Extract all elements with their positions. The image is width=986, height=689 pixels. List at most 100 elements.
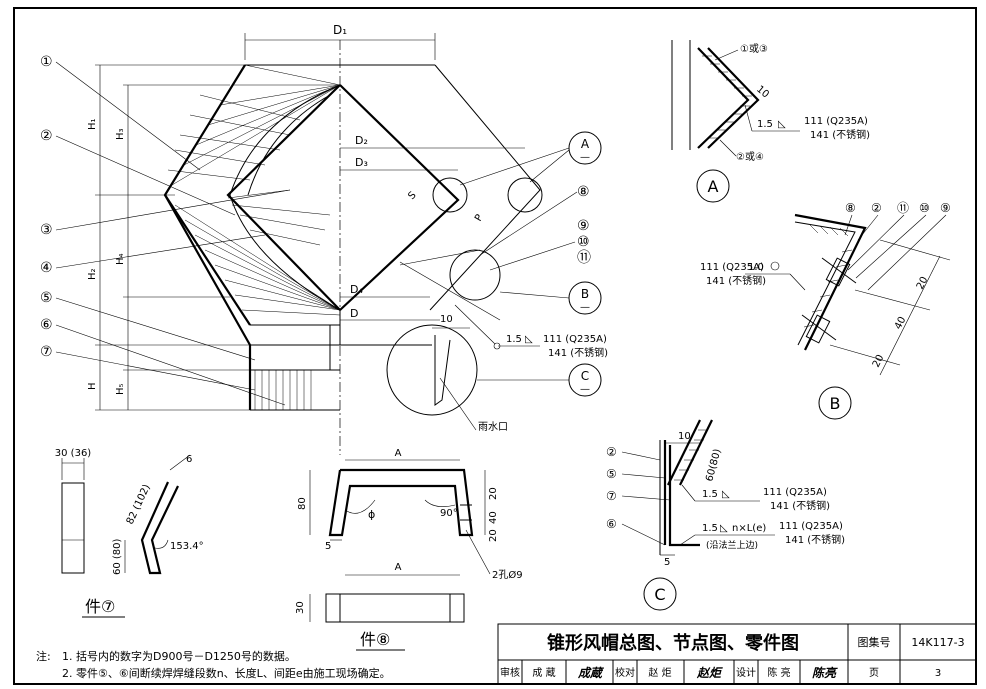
dim-d: D <box>350 307 358 320</box>
dim-10-main: 10 <box>440 314 453 325</box>
detail-c-weld2-code1: 111 (Q235A) <box>779 521 843 532</box>
part8-title: 件⑧ <box>360 630 390 649</box>
detail-c-weld1-size: 1.5 <box>702 489 718 500</box>
detail-c-part-7: ⑦ <box>606 489 617 503</box>
sheet-border <box>13 7 977 685</box>
check-label: 校对 <box>615 666 635 679</box>
dim-d4: D₄ <box>350 283 363 296</box>
dim-s: S <box>406 190 418 202</box>
detail-a: ①或③ 10 1.5 ◺ 111 (Q235A) 141 (不锈钢) ②或④ A <box>671 40 870 203</box>
detail-b-weld-size: 1.0 <box>748 262 764 273</box>
review-label: 审核 <box>500 666 520 679</box>
detail-a-label: A <box>708 177 719 196</box>
detail-a-weld-size: 1.5 <box>757 119 773 130</box>
dim-d2: D₂ <box>355 134 368 147</box>
detail-c-dim-top: 10 <box>678 431 691 442</box>
detail-c-weld1-code1: 111 (Q235A) <box>763 487 827 498</box>
part7-dim-width: 30 (36) <box>55 448 92 459</box>
svg-text:—: — <box>580 152 590 163</box>
detail-c-weld2-size: 1.5 <box>702 523 718 534</box>
callout-c: C <box>581 369 589 383</box>
part7-title: 件⑦ <box>85 597 115 616</box>
part8-dim-80: 80 <box>297 497 308 510</box>
svg-text:◺: ◺ <box>720 523 728 534</box>
callout-b: B <box>581 287 589 301</box>
cone-hatching <box>167 64 341 316</box>
detail-a-part-top: ①或③ <box>740 43 768 55</box>
detail-c-weld2-text: n×L(e) <box>732 523 766 534</box>
detail-b-part-11: ⑪ <box>897 201 909 215</box>
dim-d1: D₁ <box>333 23 347 37</box>
design-signature: 陈亮 <box>812 666 838 680</box>
detail-c-dim-side: 60(80) <box>704 448 723 483</box>
rain-cap-label: 雨水口 <box>478 421 508 433</box>
design-label: 设计 <box>736 666 756 679</box>
svg-text:◺: ◺ <box>722 489 730 500</box>
part-7: 30 (36) 6 82 (102) 60 (80) 153.4° 件⑦ <box>55 448 204 618</box>
part-refs: ① ② ③ ④ ⑤ ⑥ ⑦ <box>40 54 291 406</box>
detail-a-code2: 141 (不锈钢) <box>810 128 870 141</box>
notes-prefix: 注: <box>36 649 51 663</box>
part-ref-3: ③ <box>40 222 53 238</box>
part8-angle: 90° <box>440 508 458 519</box>
part8-dim-20a: 20 <box>488 487 499 500</box>
detail-c-part-6: ⑥ <box>606 517 617 531</box>
dim-h5: H₅ <box>115 383 126 395</box>
note-1: 1. 括号内的数字为D900号－D1250号的数据。 <box>62 649 296 663</box>
svg-text:◺: ◺ <box>778 119 786 130</box>
page-label: 页 <box>869 667 879 679</box>
part8-dim-40: 40 <box>488 511 499 524</box>
callout-9: ⑨ <box>577 218 590 234</box>
part8-dim-20b: 20 <box>488 529 499 542</box>
detail-b-code2: 141 (不锈钢) <box>706 274 766 287</box>
check-signature: 赵炬 <box>696 666 723 680</box>
part-ref-6: ⑥ <box>40 317 53 333</box>
part-ref-1: ① <box>40 54 53 70</box>
part-ref-7: ⑦ <box>40 344 53 360</box>
part7-dim-thick: 6 <box>186 454 192 465</box>
atlas-label: 图集号 <box>858 635 891 649</box>
note-2: 2. 零件⑤、⑥间断续焊焊缝段数n、长度L、间距e由施工现场确定。 <box>62 666 391 680</box>
callout-10: ⑩ <box>577 234 590 250</box>
detail-c: 10 60(80) ② ⑤ ⑦ ⑥ 1.5 ◺ 111 (Q235A) 141 … <box>606 419 845 611</box>
detail-b-part-2: ② <box>871 201 882 215</box>
detail-b-label: B <box>830 394 841 413</box>
review-signature: 成蔵 <box>577 666 605 680</box>
dim-d3: D₃ <box>355 156 368 169</box>
detail-c-label: C <box>654 585 665 604</box>
svg-text:—: — <box>580 384 590 395</box>
svg-text:—: — <box>580 302 590 313</box>
dim-h3: H₃ <box>115 128 126 140</box>
callout-a: A <box>581 137 590 151</box>
detail-b-code1: 111 (Q235A) <box>700 262 764 273</box>
dim-h2: H₂ <box>87 268 98 280</box>
part8-holes: 2孔Ø9 <box>492 569 523 581</box>
part8-dim-30: 30 <box>295 601 306 614</box>
detail-a-code1: 111 (Q235A) <box>804 116 868 127</box>
part7-dim-length: 82 (102) <box>125 483 153 527</box>
design-name: 陈 亮 <box>767 666 790 679</box>
dim-h1: H₁ <box>87 118 98 130</box>
detail-b: ⑧ ② ⑪ ⑩ ⑨ 111 (Q235A) 141 (不锈钢) 1.0 20 4… <box>700 201 951 420</box>
page-number: 3 <box>935 668 941 679</box>
detail-c-weld2-code2: 141 (不锈钢) <box>785 533 845 546</box>
detail-c-weld2-note: (沿法兰上边) <box>706 539 758 551</box>
check-name: 赵 炬 <box>648 666 671 679</box>
svg-text:◺: ◺ <box>525 334 533 345</box>
part-ref-4: ④ <box>40 260 53 276</box>
detail-b-part-8: ⑧ <box>845 201 856 215</box>
detail-b-part-10: ⑩ <box>919 201 930 215</box>
part8-dim-a: A <box>395 448 402 459</box>
title-block: 锥形风帽总图、节点图、零件图 图集号 14K117-3 审核 成 蔵 成蔵 校对… <box>497 623 977 685</box>
dim-h: H <box>87 382 98 390</box>
detail-b-dim-20b: 20 <box>871 353 887 369</box>
callout-11: ⑪ <box>577 250 591 266</box>
detail-b-part-9: ⑨ <box>940 201 951 215</box>
dim-h4: H₄ <box>115 253 126 265</box>
main-weld-code1: 111 (Q235A) <box>543 334 607 345</box>
main-view: D₁ <box>40 23 608 455</box>
main-weld-size: 1.5 <box>506 334 522 345</box>
detail-c-part-5: ⑤ <box>606 467 617 481</box>
part8-dim-5: 5 <box>325 541 331 552</box>
